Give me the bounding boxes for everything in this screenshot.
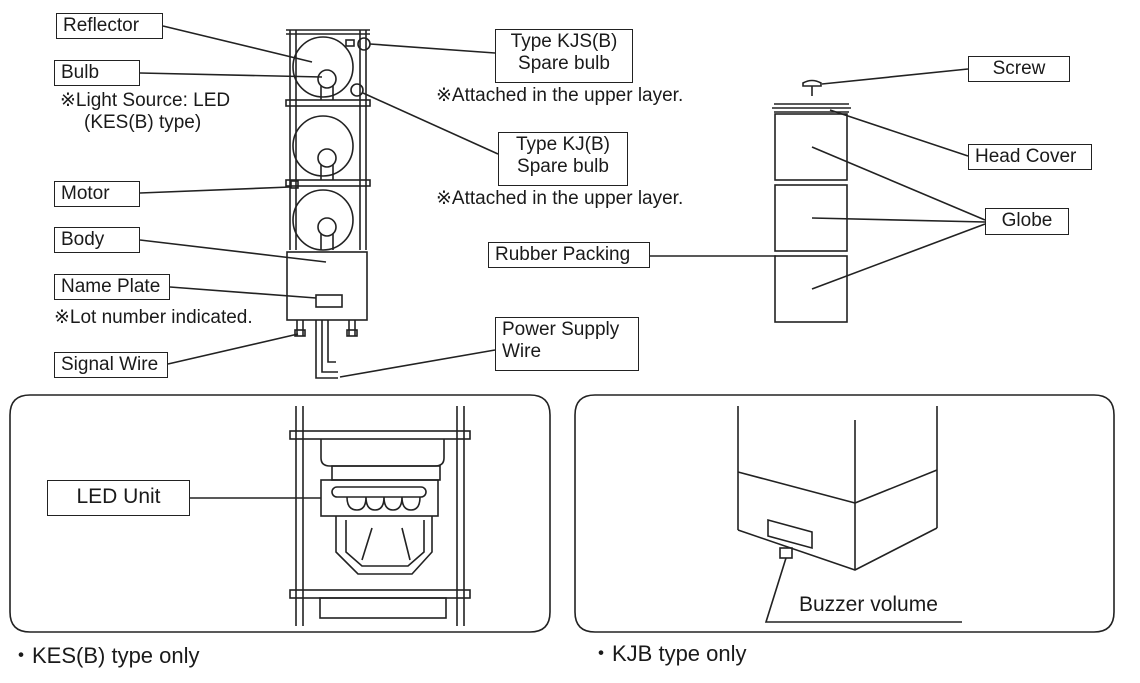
label-buzzer-volume: Buzzer volume <box>799 593 938 616</box>
type-kjs-line1: Type KJS(B) <box>510 31 618 52</box>
label-type-kjs: Type KJS(B) Spare bulb <box>495 29 633 83</box>
lamp-assembly <box>285 29 371 379</box>
label-body: Body <box>54 227 140 253</box>
power-supply-wire-line2: Wire <box>502 341 542 362</box>
globe-exploded-view <box>772 79 851 323</box>
label-rubber-packing: Rubber Packing <box>488 242 650 268</box>
kjs-attached-note: ※Attached in the upper layer. <box>436 85 684 106</box>
label-type-kj: Type KJ(B) Spare bulb <box>498 132 628 186</box>
light-source-note-line2: (KES(B) type) <box>84 112 202 133</box>
label-signal-wire: Signal Wire <box>54 352 168 378</box>
label-screw: Screw <box>968 56 1070 82</box>
light-source-note-line1: ※Light Source: LED <box>60 90 231 111</box>
buzzer-detail-panel <box>574 394 1115 633</box>
label-globe: Globe <box>985 208 1069 235</box>
type-kjs-line2: Spare bulb <box>518 53 610 74</box>
caption-kes-type-only: ・KES(B) type only <box>10 643 200 668</box>
label-motor: Motor <box>54 181 140 207</box>
label-reflector: Reflector <box>56 13 163 39</box>
power-supply-wire-line1: Power Supply <box>502 319 620 340</box>
led-detail-panel <box>9 394 551 633</box>
label-led-unit: LED Unit <box>47 480 190 516</box>
label-bulb: Bulb <box>54 60 140 86</box>
label-name-plate: Name Plate <box>54 274 170 300</box>
lot-number-note: ※Lot number indicated. <box>54 307 253 328</box>
leader-lines <box>139 25 986 378</box>
caption-kjb-type-only: ・KJB type only <box>590 641 747 666</box>
kj-attached-note: ※Attached in the upper layer. <box>436 188 684 209</box>
type-kj-line2: Spare bulb <box>517 156 609 177</box>
label-head-cover: Head Cover <box>968 144 1092 170</box>
label-power-supply-wire: Power Supply Wire <box>495 317 639 371</box>
type-kj-line1: Type KJ(B) <box>516 134 610 155</box>
